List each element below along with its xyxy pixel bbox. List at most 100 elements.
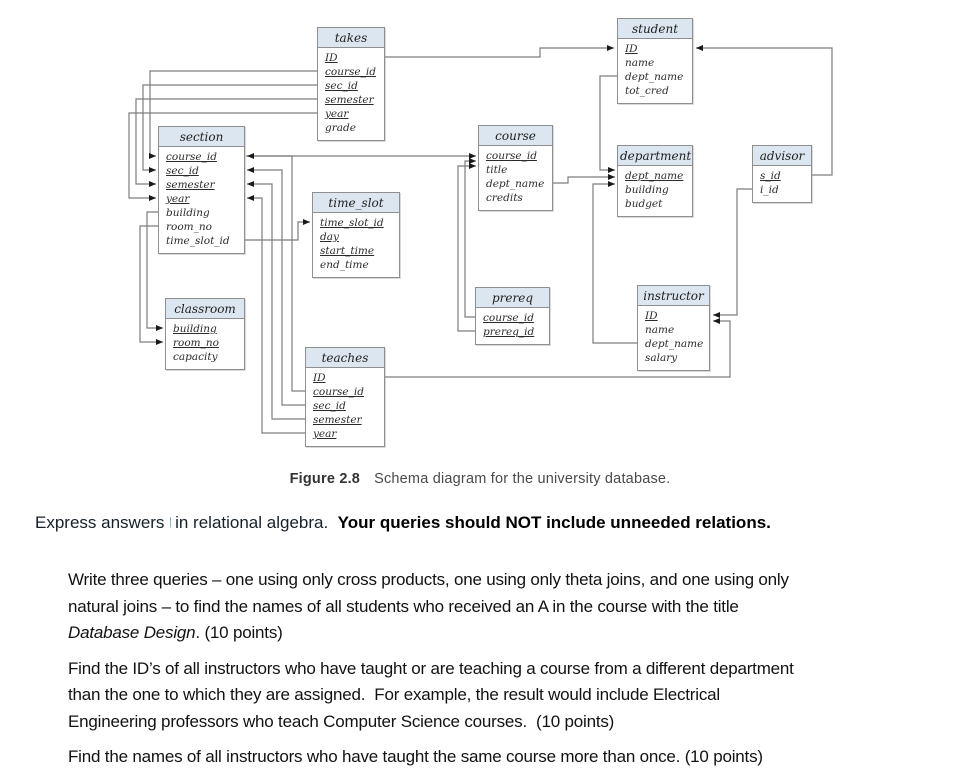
text-segment: than the one to which they are assigned.… [68,685,720,704]
table-student-title: student [618,19,692,39]
attr-takes-course_id: course_id [325,66,376,78]
connector-section-classroom-room-no [139,225,163,345]
attr-department-building: building [625,184,669,196]
connector-takes-section-semester [135,98,317,187]
attr-section-room_no: room_no [166,221,212,233]
text-segment: | [169,516,176,528]
question-line: Database Design. (10 points) [68,620,948,647]
attr-takes-ID: ID [325,52,338,64]
question-line: than the one to which they are assigned.… [68,682,948,709]
attr-department-budget: budget [625,198,663,210]
question-line: Find the ID’s of all instructors who hav… [68,656,948,683]
text-segment: Database Design [68,623,196,642]
table-section-title: section [159,127,244,147]
attr-department-dept_name: dept_name [625,170,684,182]
connector-takes-section-year [128,112,317,201]
table-classroom-title: classroom [166,299,244,319]
connector-advisor-student [696,45,833,176]
attr-teaches-course_id: course_id [313,386,364,398]
attr-time_slot-time_slot_id: time_slot_id [320,217,384,229]
connector-section-time-slot [245,219,310,241]
connector-takes-section-sec-id [142,84,317,173]
attr-section-sec_id: sec_id [166,165,199,177]
questions: Write three queries – one using only cro… [68,567,948,780]
connector-course-department [553,174,615,184]
attr-teaches-year: year [313,428,337,440]
question-3: Find the names of all instructors who ha… [68,744,948,771]
attr-classroom-building: building [173,323,217,335]
attr-student-dept_name: dept_name [625,71,684,83]
question-2: Find the ID’s of all instructors who hav… [68,656,948,736]
table-takes-title: takes [318,28,384,48]
attr-classroom-capacity: capacity [173,351,218,363]
attr-section-year: year [166,193,190,205]
question-line: Write three queries – one using only cro… [68,567,948,594]
connector-teaches-instructor [385,318,731,378]
table-teaches-title: teaches [306,348,384,368]
attr-instructor-name: name [645,324,675,336]
attr-takes-year: year [325,108,349,120]
question-line: natural joins – to find the names of all… [68,594,948,621]
figure-caption-text: Schema diagram for the university databa… [374,471,671,487]
attr-instructor-ID: ID [645,310,658,322]
attr-section-semester: semester [166,179,215,191]
connector-instructor-department [592,181,637,344]
text-segment: Engineering professors who teach Compute… [68,711,615,731]
text-segment: natural joins – to find the names of all… [68,596,739,616]
table-department-title: department [618,146,692,166]
attr-course-credits: credits [486,192,523,204]
text-segment: Your queries should NOT include unneeded… [337,513,771,532]
table-department-attrs: dept_name building budget [618,166,692,215]
table-prereq-attrs: course_id prereq_id [476,308,549,343]
connector-section-classroom-building [146,211,163,331]
table-advisor-title: advisor [753,146,811,166]
table-course-title: course [479,126,552,146]
connector-teaches-section-year [247,195,305,434]
question-1: Write three queries – one using only cro… [68,567,948,647]
table-department: department dept_name building budget [617,145,693,217]
attr-instructor-salary: salary [645,352,678,364]
intro-line: Express answers | in relational algebra.… [35,510,947,535]
table-prereq-title: prereq [476,288,549,308]
table-classroom: classroom building room_no capacity [165,298,245,370]
attr-prereq-prereq_id: prereq_id [483,326,535,338]
table-classroom-attrs: building room_no capacity [166,319,244,368]
text-segment: in relational algebra. [175,513,338,532]
text-segment: Write three queries – one using only cro… [68,570,789,589]
text-segment: Find the ID’s of all instructors who hav… [68,658,794,678]
connector-prereq-course-id [464,158,476,318]
connector-teaches-section-course-id [247,153,305,392]
attr-course-course_id: course_id [486,150,537,162]
table-prereq: prereq course_id prereq_id [475,287,550,345]
attr-student-name: name [625,57,655,69]
attr-takes-sec_id: sec_id [325,80,358,92]
question-line: Find the names of all instructors who ha… [68,744,948,771]
text-segment: Express answers [35,513,170,532]
table-instructor-title: instructor [638,286,709,306]
attr-time_slot-day: day [320,231,339,243]
connector-prereq-prereq-id [457,163,476,332]
attr-advisor-s_id: s_id [760,170,781,182]
attr-takes-semester: semester [325,94,374,106]
text-segment: Find the names of all instructors who ha… [68,747,763,766]
connector-teaches-section-semester [247,181,305,420]
connector-lines [128,45,833,434]
attr-prereq-course_id: course_id [483,312,534,324]
attr-section-time_slot_id: time_slot_id [166,235,230,247]
attr-classroom-room_no: room_no [173,337,219,349]
attr-student-ID: ID [625,43,638,55]
attr-time_slot-end_time: end_time [320,259,369,271]
